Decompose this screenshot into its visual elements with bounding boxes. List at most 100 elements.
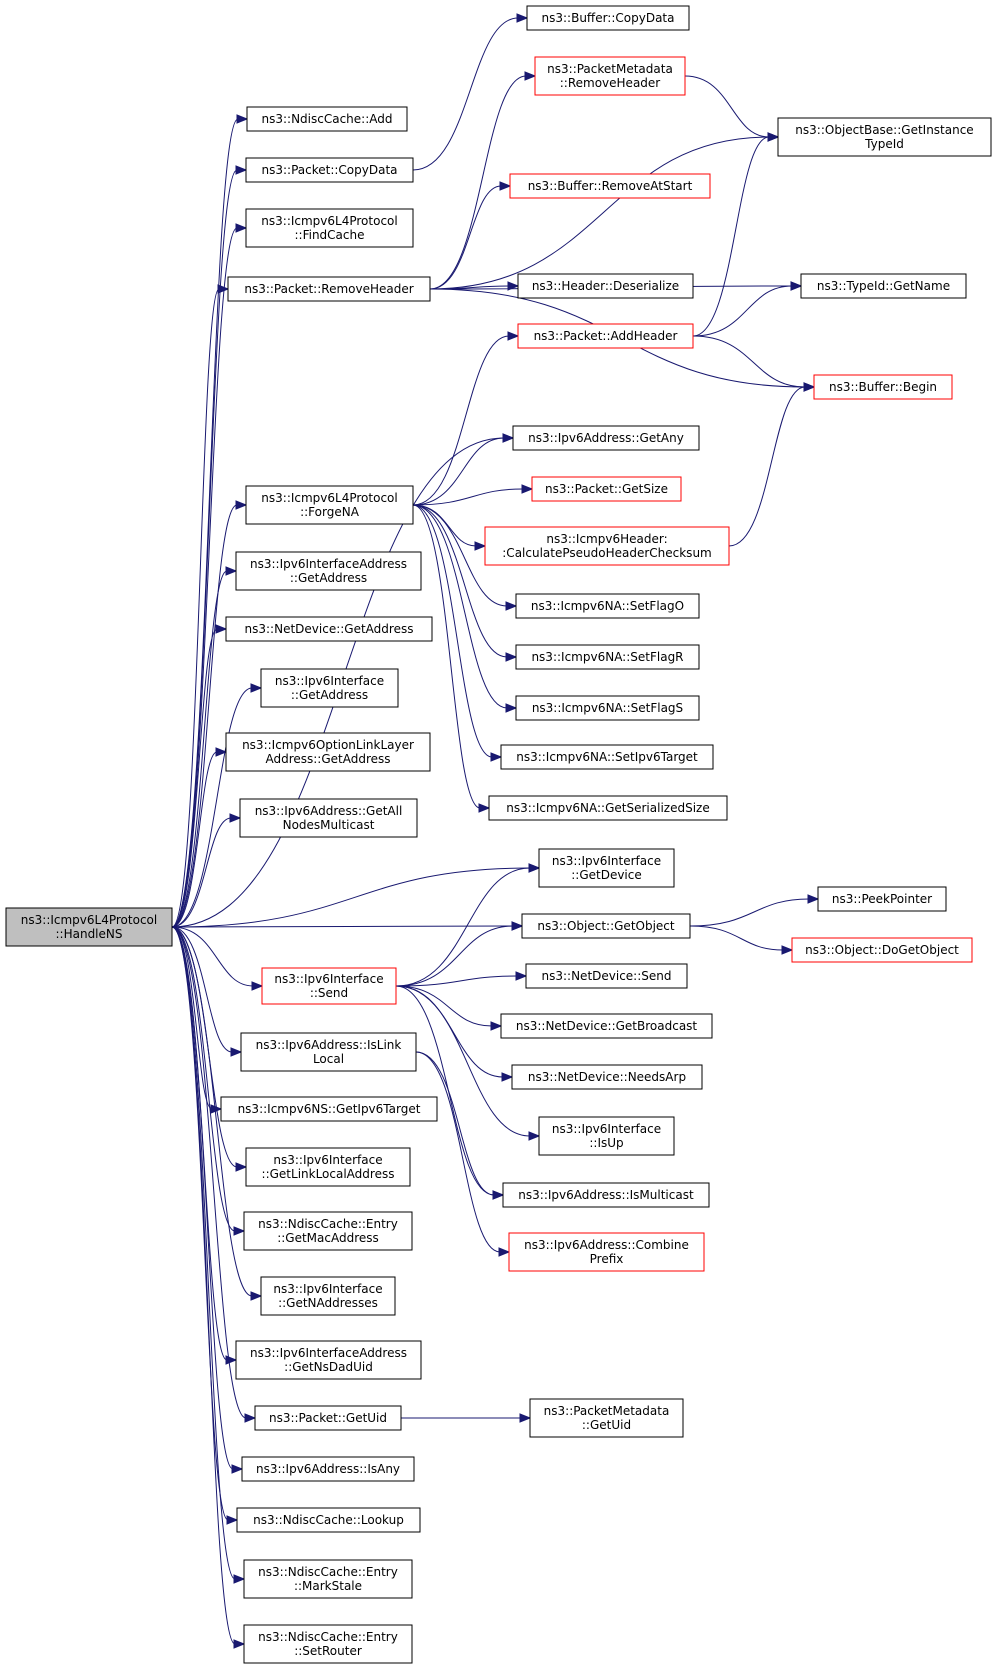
node-label: ::IsUp bbox=[589, 1136, 623, 1150]
node-netdev-getaddress[interactable]: ns3::NetDevice::GetAddress bbox=[225, 616, 433, 642]
node-checksum[interactable]: ns3::Icmpv6Header::CalculatePseudoHeader… bbox=[484, 526, 730, 566]
node-box bbox=[246, 106, 408, 132]
node-markstale[interactable]: ns3::NdiscCache::Entry::MarkStale bbox=[243, 1559, 413, 1599]
node-meta-getuid[interactable]: ns3::PacketMetadata::GetUid bbox=[529, 1398, 684, 1438]
node-box bbox=[260, 1276, 396, 1316]
node-iface-isup[interactable]: ns3::Ipv6Interface::IsUp bbox=[538, 1116, 675, 1156]
node-label: ns3::Ipv6Address::GetAny bbox=[528, 431, 684, 445]
node-label: ns3::Icmpv6NA::GetSerializedSize bbox=[506, 801, 709, 815]
edge-arrowhead bbox=[507, 331, 520, 341]
node-box bbox=[500, 744, 714, 770]
node-root[interactable]: ns3::Icmpv6L4Protocol::HandleNS bbox=[5, 907, 173, 947]
node-iface-getdevice[interactable]: ns3::Ipv6Interface::GetDevice bbox=[538, 848, 675, 888]
node-box bbox=[235, 551, 422, 591]
node-buffer-begin[interactable]: ns3::Buffer::Begin bbox=[813, 374, 953, 400]
node-setflagr[interactable]: ns3::Icmpv6NA::SetFlagR bbox=[515, 644, 700, 670]
node-entry-getmac[interactable]: ns3::NdiscCache::Entry::GetMacAddress bbox=[243, 1211, 413, 1251]
node-box bbox=[517, 323, 694, 349]
edge-packet-removeheader-to-getinstancetypeid bbox=[429, 132, 780, 290]
node-netdev-getbroadcast[interactable]: ns3::NetDevice::GetBroadcast bbox=[500, 1013, 713, 1039]
node-buffer-copydata[interactable]: ns3::Buffer::CopyData bbox=[526, 5, 690, 31]
edge-line bbox=[429, 185, 502, 290]
node-netdev-needsarp[interactable]: ns3::NetDevice::NeedsArp bbox=[511, 1064, 703, 1090]
edge-root-to-optlink-getaddress bbox=[171, 747, 228, 928]
edge-arrowhead bbox=[492, 1190, 505, 1200]
node-box bbox=[521, 913, 691, 939]
edge-meta-removeheader-to-getinstancetypeid bbox=[684, 75, 780, 142]
node-lookup[interactable]: ns3::NdiscCache::Lookup bbox=[236, 1507, 421, 1533]
edge-line bbox=[429, 136, 770, 290]
node-setflags[interactable]: ns3::Icmpv6NA::SetFlagS bbox=[515, 695, 700, 721]
node-label: Local bbox=[313, 1052, 344, 1066]
edge-packet-copydata-to-buffer-copydata bbox=[412, 13, 529, 171]
node-getnaddresses[interactable]: ns3::Ipv6Interface::GetNAddresses bbox=[260, 1276, 396, 1316]
node-object-getobject[interactable]: ns3::Object::GetObject bbox=[521, 913, 691, 939]
node-buffer-removeatstart[interactable]: ns3::Buffer::RemoveAtStart bbox=[509, 173, 711, 199]
node-findcache[interactable]: ns3::Icmpv6L4Protocol::FindCache bbox=[245, 208, 414, 248]
edge-line bbox=[171, 504, 238, 928]
node-box bbox=[509, 173, 711, 199]
node-label: ns3::Ipv6Interface bbox=[274, 972, 383, 986]
node-iface-send[interactable]: ns3::Ipv6Interface::Send bbox=[261, 967, 397, 1005]
node-getlinklocal[interactable]: ns3::Ipv6Interface::GetLinkLocalAddress bbox=[245, 1147, 411, 1187]
node-typeid-getname[interactable]: ns3::TypeId::GetName bbox=[800, 273, 967, 299]
node-box bbox=[254, 1405, 402, 1431]
node-packet-copydata[interactable]: ns3::Packet::CopyData bbox=[245, 157, 414, 183]
node-label: ::HandleNS bbox=[56, 927, 123, 941]
node-isany[interactable]: ns3::Ipv6Address::IsAny bbox=[241, 1456, 415, 1482]
node-box bbox=[243, 1559, 413, 1599]
node-setipv6target[interactable]: ns3::Icmpv6NA::SetIpv6Target bbox=[500, 744, 714, 770]
node-ismulticast[interactable]: ns3::Ipv6Address::IsMulticast bbox=[502, 1182, 710, 1208]
edge-arrowhead bbox=[236, 114, 249, 124]
node-getserializedsize[interactable]: ns3::Icmpv6NA::GetSerializedSize bbox=[488, 795, 728, 821]
node-packet-getuid[interactable]: ns3::Packet::GetUid bbox=[254, 1405, 402, 1431]
node-packet-getsize[interactable]: ns3::Packet::GetSize bbox=[531, 476, 682, 502]
node-forgena[interactable]: ns3::Icmpv6L4Protocol::ForgeNA bbox=[245, 485, 414, 525]
node-label: ns3::PacketMetadata bbox=[547, 62, 673, 76]
node-ifaddr-getaddress[interactable]: ns3::Ipv6InterfaceAddress::GetAddress bbox=[235, 551, 422, 591]
edge-arrowhead bbox=[521, 484, 534, 494]
edge-root-to-getallnodes bbox=[171, 813, 242, 928]
node-label: ::ForgeNA bbox=[300, 505, 360, 519]
node-header-deserialize[interactable]: ns3::Header::Deserialize bbox=[517, 273, 694, 299]
node-ns-getipv6target[interactable]: ns3::Icmpv6NS::GetIpv6Target bbox=[220, 1096, 438, 1122]
edge-packet-getuid-to-meta-getuid bbox=[401, 1413, 532, 1423]
edge-islinklocal-to-ismulticast bbox=[415, 1051, 505, 1200]
edge-arrowhead bbox=[250, 683, 263, 693]
edge-line bbox=[171, 926, 233, 1053]
node-netdev-send[interactable]: ns3::NetDevice::Send bbox=[525, 963, 688, 989]
edge-forgena-to-checksum bbox=[412, 504, 487, 551]
node-getany[interactable]: ns3::Ipv6Address::GetAny bbox=[512, 425, 700, 451]
node-setrouter[interactable]: ns3::NdiscCache::Entry::SetRouter bbox=[243, 1624, 413, 1664]
node-box bbox=[484, 526, 730, 566]
node-box bbox=[235, 1340, 422, 1380]
node-label: ns3::Packet::AddHeader bbox=[534, 329, 678, 343]
edge-arrowhead bbox=[233, 1226, 246, 1236]
node-getnsdaduid[interactable]: ns3::Ipv6InterfaceAddress::GetNsDadUid bbox=[235, 1340, 422, 1380]
node-packet-removeheader[interactable]: ns3::Packet::RemoveHeader bbox=[227, 276, 431, 302]
node-iface-getaddress[interactable]: ns3::Ipv6Interface::GetAddress bbox=[260, 668, 399, 708]
node-dogetobject[interactable]: ns3::Object::DoGetObject bbox=[791, 937, 973, 963]
node-label: ::GetMacAddress bbox=[277, 1231, 379, 1245]
node-label: ns3::Ipv6InterfaceAddress bbox=[250, 1346, 407, 1360]
node-optlink-getaddress[interactable]: ns3::Icmpv6OptionLinkLayerAddress::GetAd… bbox=[225, 732, 431, 772]
node-label: ns3::NetDevice::GetAddress bbox=[245, 622, 414, 636]
node-label: ::GetAddress bbox=[291, 688, 368, 702]
node-label: ns3::Ipv6Interface bbox=[552, 854, 661, 868]
node-peekpointer[interactable]: ns3::PeekPointer bbox=[817, 886, 947, 912]
node-box bbox=[512, 425, 700, 451]
node-box bbox=[502, 1182, 710, 1208]
node-ndisc-add[interactable]: ns3::NdiscCache::Add bbox=[246, 106, 408, 132]
node-label: ns3::Icmpv6L4Protocol bbox=[21, 913, 157, 927]
node-meta-removeheader[interactable]: ns3::PacketMetadata::RemoveHeader bbox=[534, 56, 686, 96]
edge-packet-addheader-to-buffer-begin bbox=[692, 335, 816, 392]
node-setflago[interactable]: ns3::Icmpv6NA::SetFlagO bbox=[515, 593, 700, 619]
edge-arrowhead bbox=[515, 971, 528, 981]
node-label: ::RemoveHeader bbox=[560, 76, 661, 90]
node-packet-addheader[interactable]: ns3::Packet::AddHeader bbox=[517, 323, 694, 349]
